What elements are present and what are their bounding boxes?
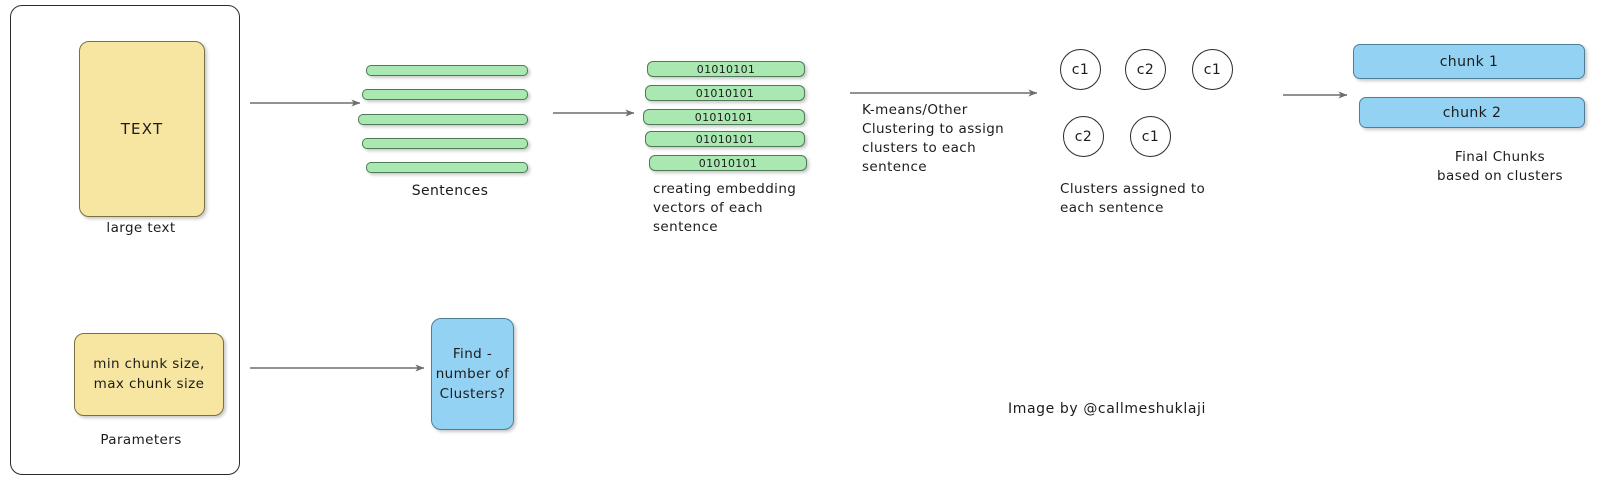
sentence-bar <box>362 89 528 100</box>
caption-embeddings-line1: creating embedding <box>653 181 797 197</box>
clustering-line3: clusters to each <box>862 140 977 157</box>
caption-embeddings: creating embedding vectors of each sente… <box>653 180 828 237</box>
find-number-of-clusters-box[interactable]: Find - number of Clusters? <box>431 318 514 430</box>
sentence-bar <box>366 162 528 173</box>
param-min-chunk-size: min chunk size, <box>93 355 205 372</box>
find-clusters-line1: Find - <box>452 345 493 362</box>
clustering-line2: Clustering to assign <box>862 121 1005 138</box>
embedding-bar: 01010101 <box>645 85 805 101</box>
cluster-node: c2 <box>1125 49 1166 90</box>
caption-clusters-line1: Clusters assigned to <box>1060 181 1206 197</box>
input-panel: TEXT min chunk size, max chunk size larg… <box>10 5 240 475</box>
parameters-box[interactable]: min chunk size, max chunk size <box>74 333 224 416</box>
large-text-box[interactable]: TEXT <box>79 41 205 217</box>
caption-final-chunks: Final Chunks based on clusters <box>1390 148 1600 186</box>
cluster-node: c1 <box>1192 49 1233 90</box>
sentence-bar <box>366 65 528 76</box>
clustering-line4: sentence <box>862 159 927 176</box>
caption-clusters-line2: each sentence <box>1060 200 1164 217</box>
embedding-bar: 01010101 <box>647 61 805 77</box>
embedding-bar: 01010101 <box>645 131 805 147</box>
caption-clusters: Clusters assigned to each sentence <box>1060 180 1300 218</box>
chunk-box[interactable]: chunk 1 <box>1353 44 1585 79</box>
attribution-text: Image by @callmeshuklaji <box>1008 401 1207 417</box>
param-max-chunk-size: max chunk size <box>93 375 205 392</box>
caption-parameters: Parameters <box>100 432 182 448</box>
caption-embeddings-line2: vectors of each <box>653 200 764 217</box>
caption-sentences: Sentences <box>411 183 489 199</box>
caption-large-text: large text <box>106 220 176 236</box>
cluster-node: c2 <box>1063 116 1104 157</box>
embedding-bar: 01010101 <box>643 109 805 125</box>
sentence-bar <box>362 138 528 149</box>
clustering-line1: K-means/Other <box>862 102 968 118</box>
cluster-node: c1 <box>1060 49 1101 90</box>
sentence-bar <box>358 114 528 125</box>
caption-chunks-line2: based on clusters <box>1437 168 1563 185</box>
embedding-bar: 01010101 <box>649 155 807 171</box>
find-clusters-line2: number of <box>435 365 510 382</box>
caption-chunks-line1: Final Chunks <box>1454 149 1546 165</box>
chunk-box[interactable]: chunk 2 <box>1359 97 1585 128</box>
caption-embeddings-line3: sentence <box>653 219 718 236</box>
cluster-node: c1 <box>1130 116 1171 157</box>
find-clusters-line3: Clusters? <box>439 386 506 403</box>
clustering-step-label: K-means/Other Clustering to assign clust… <box>862 101 1037 178</box>
